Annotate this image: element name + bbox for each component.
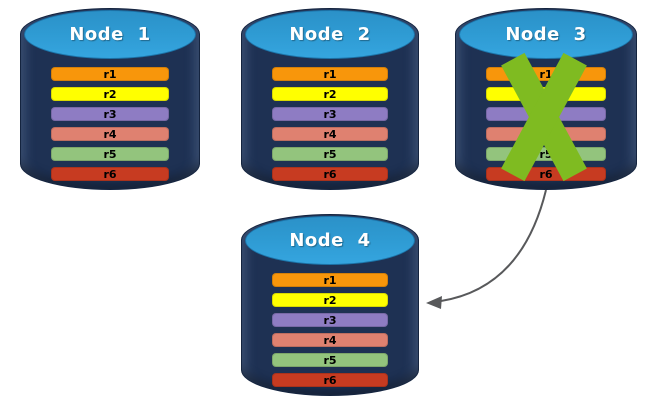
row-r4: r4 (272, 127, 388, 141)
node-4-cylinder: Node 4 r1 r2 r3 r4 r5 r6 (241, 214, 419, 396)
node-2-cylinder: Node 2 r1 r2 r3 r4 r5 r6 (241, 8, 419, 190)
node-3-cylinder: Node 3 r1 r2 r3 r4 r5 r6 (455, 8, 637, 190)
row-r2: r2 (51, 87, 169, 101)
node-3-cylinder-top: Node 3 (459, 10, 633, 59)
row-r6: r6 (272, 167, 388, 181)
row-r1: r1 (272, 67, 388, 81)
row-r5: r5 (51, 147, 169, 161)
row-r4: r4 (51, 127, 169, 141)
row-r6: r6 (51, 167, 169, 181)
x-failure-icon (501, 52, 587, 182)
row-r1: r1 (272, 273, 388, 287)
node-1-title: Node 1 (69, 24, 151, 45)
node-4-rows: r1 r2 r3 r4 r5 r6 (272, 273, 388, 387)
row-r5: r5 (272, 147, 388, 161)
row-r3: r3 (272, 313, 388, 327)
node-3-title: Node 3 (505, 24, 587, 45)
node-1-rows: r1 r2 r3 r4 r5 r6 (51, 67, 169, 181)
row-r6: r6 (272, 373, 388, 387)
node-1-cylinder: Node 1 r1 r2 r3 r4 r5 r6 (20, 8, 200, 190)
node-2-title: Node 2 (289, 24, 371, 45)
row-r4: r4 (272, 333, 388, 347)
node-4-cylinder-top: Node 4 (245, 216, 415, 265)
row-r1: r1 (51, 67, 169, 81)
row-r2: r2 (272, 87, 388, 101)
node-4-title: Node 4 (289, 230, 371, 251)
row-r3: r3 (272, 107, 388, 121)
row-r2: r2 (272, 293, 388, 307)
row-r5: r5 (272, 353, 388, 367)
node-2-cylinder-top: Node 2 (245, 10, 415, 59)
node-2-rows: r1 r2 r3 r4 r5 r6 (272, 67, 388, 181)
arrowhead-icon (426, 296, 442, 309)
row-r3: r3 (51, 107, 169, 121)
node-1-cylinder-top: Node 1 (24, 10, 196, 59)
